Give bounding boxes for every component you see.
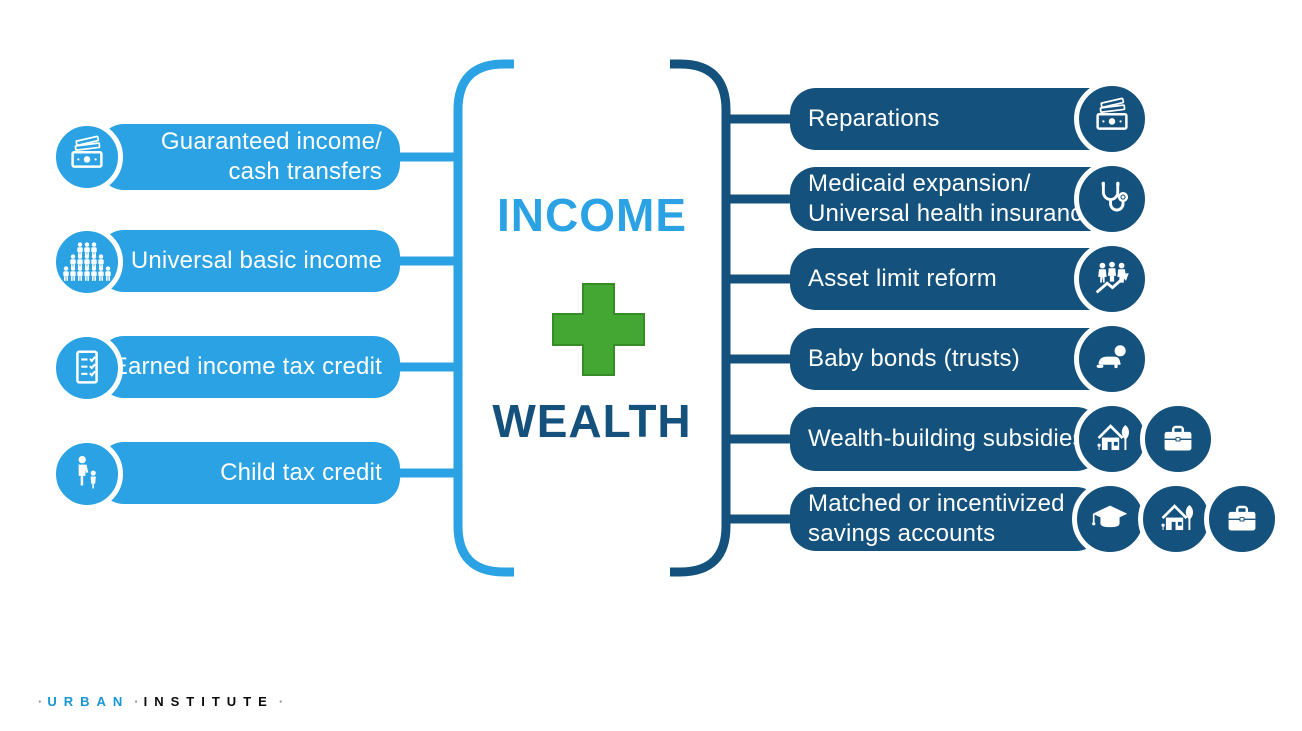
income-item-label: Universal basic income (130, 246, 382, 274)
income-title: INCOME (497, 189, 687, 241)
baby-icon (1074, 321, 1150, 397)
parent-child-icon (51, 438, 123, 510)
wealth-title: WEALTH (492, 395, 692, 447)
briefcase-icon (1140, 401, 1216, 477)
briefcase-icon (1204, 481, 1280, 557)
logo-dot: · (38, 694, 43, 709)
wealth-bar-wealth-building-subsidies: Wealth-building subsidies (790, 407, 1102, 471)
logo-word-urban: URBAN (47, 694, 130, 709)
urban-institute-logo: · URBAN · INSTITUTE · (33, 694, 288, 709)
wealth-item-label: Matched or incentivized savings accounts (808, 489, 1065, 547)
income-bar-earned-income-tax-credit: Earned income tax credit (98, 336, 400, 398)
plus-icon (552, 283, 645, 376)
stethoscope-icon (1074, 161, 1150, 237)
wealth-item-label: Reparations (808, 104, 940, 132)
income-item-label: Child tax credit (220, 458, 382, 486)
wealth-bar-matched-savings-accounts: Matched or incentivized savings accounts (790, 487, 1102, 551)
people-group-icon (51, 226, 123, 298)
wealth-item-label: Medicaid expansion/ Universal health ins… (808, 169, 1097, 227)
house-icon (1074, 401, 1150, 477)
income-item-label: Earned income tax credit (111, 352, 382, 380)
wealth-item-label: Baby bonds (trusts) (808, 344, 1020, 372)
wealth-item-label: Asset limit reform (808, 264, 997, 292)
wealth-item-label: Wealth-building subsidies (808, 424, 1085, 452)
checklist-icon (51, 332, 123, 404)
cash-icon (51, 121, 123, 193)
house-icon (1138, 481, 1214, 557)
income-item-label: Guaranteed income/ cash transfers (160, 127, 382, 185)
wealth-bracket (670, 59, 731, 577)
graduation-cap-icon (1072, 481, 1148, 557)
logo-word-institute: INSTITUTE (143, 694, 274, 709)
income-bar-child-tax-credit: Child tax credit (98, 442, 400, 504)
income-bar-universal-basic-income: Universal basic income (98, 230, 400, 292)
people-growth-icon (1074, 241, 1150, 317)
logo-dot: · (134, 694, 139, 709)
cash-icon (1074, 81, 1150, 157)
income-bar-guaranteed-income: Guaranteed income/ cash transfers (98, 124, 400, 190)
income-bracket (453, 59, 514, 577)
logo-dot: · (278, 694, 284, 709)
